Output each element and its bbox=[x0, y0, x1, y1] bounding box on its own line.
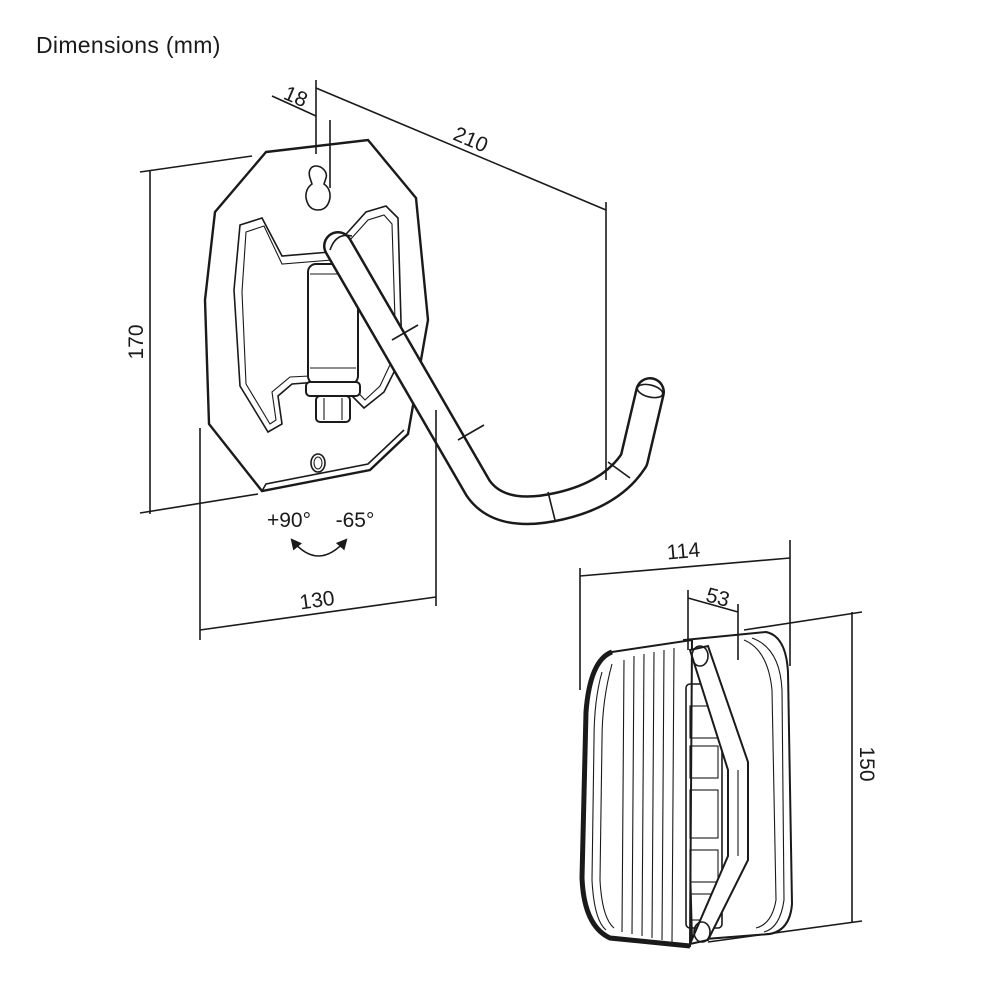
dim-height-label: 170 bbox=[125, 324, 148, 359]
wall-hook-drawing bbox=[203, 138, 665, 557]
keyhole-slot bbox=[305, 165, 331, 211]
hinge-nut bbox=[315, 395, 351, 423]
padded-holder-drawing bbox=[579, 630, 794, 949]
wall-plate bbox=[203, 138, 430, 493]
dim-offset-label: 18 bbox=[280, 82, 310, 112]
wall-hook-dimensions bbox=[139, 80, 607, 640]
dim-depth-label: 210 bbox=[450, 123, 491, 158]
screw-hole bbox=[310, 453, 326, 473]
dim-holder-inner-label: 53 bbox=[703, 584, 732, 612]
rotation-arrow-icon bbox=[290, 538, 348, 557]
page-title: Dimensions (mm) bbox=[36, 32, 221, 58]
hook-arm-outline bbox=[323, 231, 665, 526]
rotation-plus-label: +90° bbox=[267, 509, 311, 532]
dim-width-label: 130 bbox=[298, 587, 336, 615]
rotation-minus-label: -65° bbox=[336, 509, 375, 532]
dim-holder-width-label: 114 bbox=[666, 539, 702, 565]
holder-bracket bbox=[688, 644, 749, 946]
holder-dimensions bbox=[579, 540, 863, 943]
dim-holder-height-label: 150 bbox=[855, 746, 878, 781]
